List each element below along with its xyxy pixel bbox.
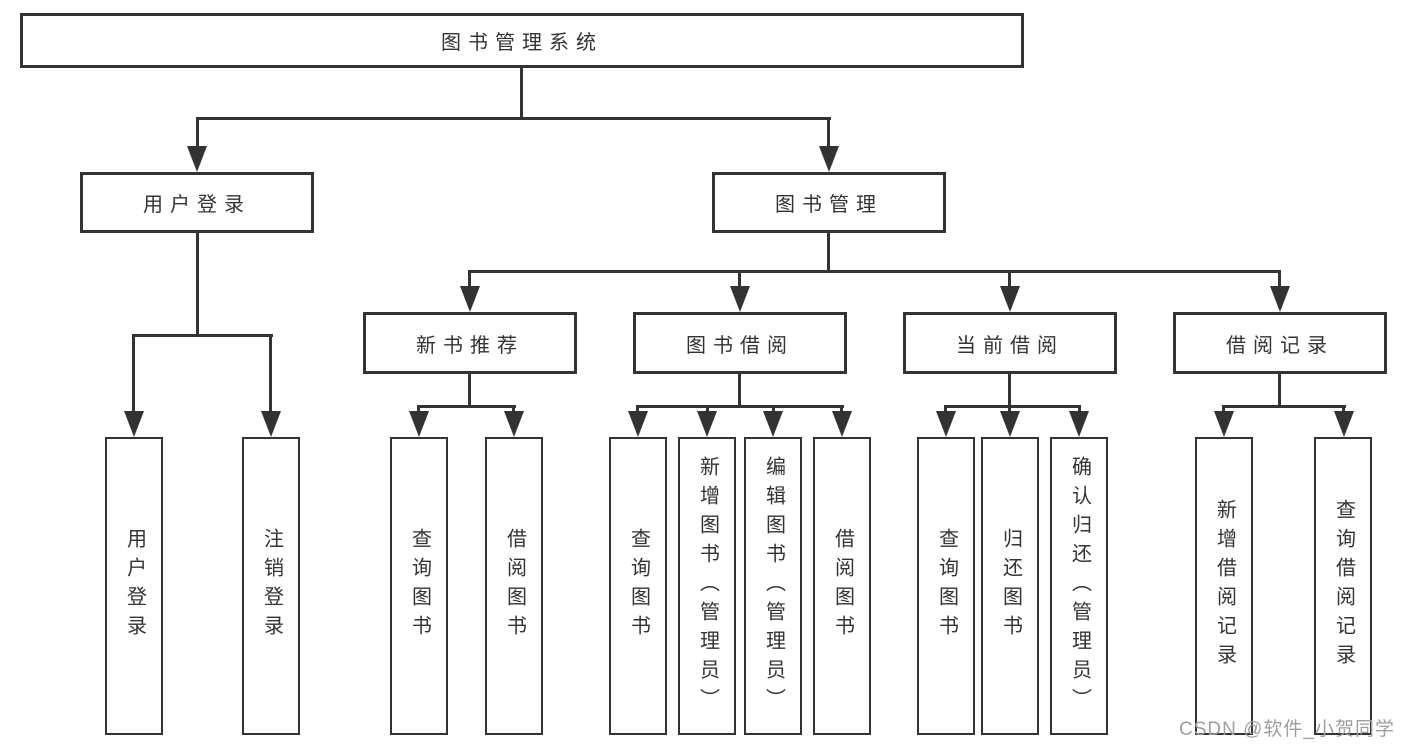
connector-book-management-stem bbox=[827, 232, 830, 272]
connector-user-login-branch bbox=[132, 334, 273, 337]
arrow-down-icon bbox=[730, 286, 750, 312]
connector-leaf-drop bbox=[772, 405, 775, 413]
arrow-down-icon bbox=[460, 286, 480, 312]
node-book-management-label: 图书管理 bbox=[775, 194, 883, 216]
connector-leaf-drop bbox=[944, 405, 947, 413]
arrow-down-icon bbox=[936, 411, 956, 437]
leaf-confirm-return-admin-label: 确认归还（管理员） bbox=[1068, 455, 1091, 717]
connector-leaf-drop bbox=[269, 334, 272, 411]
arrow-down-icon bbox=[1334, 411, 1354, 437]
node-root: 图书管理系统 bbox=[20, 13, 1024, 68]
arrow-down-icon bbox=[1214, 411, 1234, 437]
leaf-user-login-label: 用户登录 bbox=[123, 528, 146, 644]
connector-leaf-drop bbox=[132, 334, 135, 411]
connector-level3-drop bbox=[1008, 270, 1011, 288]
connector-leaf-drop bbox=[706, 405, 709, 413]
leaf-add-borrow-record-label: 新增借阅记录 bbox=[1213, 499, 1236, 673]
connector-level3-drop bbox=[738, 270, 741, 288]
arrow-down-icon bbox=[261, 411, 281, 437]
connector-root-stem bbox=[520, 66, 523, 118]
node-user-login: 用户登录 bbox=[80, 172, 314, 233]
arrow-down-icon bbox=[187, 146, 207, 172]
connector-level3-branch bbox=[468, 270, 1281, 273]
connector-level3-drop bbox=[1278, 270, 1281, 288]
connector-leaf-drop bbox=[840, 405, 843, 413]
connector-leaf-drop bbox=[512, 405, 515, 413]
arrow-down-icon bbox=[1000, 286, 1020, 312]
leaf-query-books-current-label: 查询图书 bbox=[935, 528, 958, 644]
connector-borrow-record-stem bbox=[1278, 374, 1281, 407]
connector-borrow-record-branch bbox=[1222, 405, 1346, 408]
node-book-borrow: 图书借阅 bbox=[633, 312, 847, 374]
node-user-login-label: 用户登录 bbox=[143, 194, 251, 216]
connector-level2-branch bbox=[196, 117, 831, 120]
leaf-query-books-current: 查询图书 bbox=[917, 437, 975, 735]
leaf-borrow-books-recommend: 借阅图书 bbox=[485, 437, 543, 735]
node-borrow-record-label: 借阅记录 bbox=[1226, 334, 1334, 357]
leaf-query-books-borrow: 查询图书 bbox=[609, 437, 667, 735]
arrow-down-icon bbox=[819, 146, 839, 172]
connector-leaf-drop bbox=[417, 405, 420, 413]
connector-leaf-drop bbox=[1342, 405, 1345, 413]
node-current-borrow-label: 当前借阅 bbox=[956, 334, 1064, 357]
leaf-add-books-admin: 新增图书（管理员） bbox=[678, 437, 736, 735]
leaf-borrow-books: 借阅图书 bbox=[813, 437, 871, 735]
node-book-management: 图书管理 bbox=[712, 172, 946, 233]
leaf-query-books-borrow-label: 查询图书 bbox=[627, 528, 650, 644]
leaf-add-books-admin-label: 新增图书（管理员） bbox=[696, 455, 719, 717]
connector-user-login-stem bbox=[196, 233, 199, 336]
leaf-return-books: 归还图书 bbox=[981, 437, 1039, 735]
leaf-confirm-return-admin: 确认归还（管理员） bbox=[1050, 437, 1108, 735]
connector-current-borrow-stem bbox=[1008, 374, 1011, 407]
connector-current-borrow-branch bbox=[944, 405, 1081, 408]
leaf-return-books-label: 归还图书 bbox=[999, 528, 1022, 644]
leaf-borrow-books-label: 借阅图书 bbox=[831, 528, 854, 644]
arrow-down-icon bbox=[409, 411, 429, 437]
node-root-label: 图书管理系统 bbox=[441, 32, 603, 54]
leaf-add-borrow-record: 新增借阅记录 bbox=[1195, 437, 1253, 735]
node-borrow-record: 借阅记录 bbox=[1173, 312, 1387, 374]
connector-leaf-drop bbox=[1222, 405, 1225, 413]
arrow-down-icon bbox=[504, 411, 524, 437]
leaf-logout-label: 注销登录 bbox=[260, 528, 283, 644]
node-new-book-recommend-label: 新书推荐 bbox=[416, 334, 524, 357]
connector-user-login-drop bbox=[196, 117, 199, 148]
arrow-down-icon bbox=[832, 411, 852, 437]
leaf-edit-books-admin: 编辑图书（管理员） bbox=[744, 437, 802, 735]
arrow-down-icon bbox=[763, 411, 783, 437]
connector-level3-drop bbox=[468, 270, 471, 288]
arrow-down-icon bbox=[628, 411, 648, 437]
connector-leaf-drop bbox=[1008, 405, 1011, 413]
arrow-down-icon bbox=[697, 411, 717, 437]
connector-book-borrow-branch bbox=[636, 405, 844, 408]
leaf-logout: 注销登录 bbox=[242, 437, 300, 735]
connector-book-borrow-stem bbox=[738, 374, 741, 407]
arrow-down-icon bbox=[1000, 411, 1020, 437]
leaf-query-borrow-record-label: 查询借阅记录 bbox=[1332, 499, 1355, 673]
leaf-edit-books-admin-label: 编辑图书（管理员） bbox=[762, 455, 785, 717]
connector-new-book-branch bbox=[417, 405, 516, 408]
watermark: CSDN @软件_小贺同学 bbox=[1179, 719, 1395, 740]
arrow-down-icon bbox=[1270, 286, 1290, 312]
connector-leaf-drop bbox=[636, 405, 639, 413]
connector-book-management-drop bbox=[827, 117, 830, 148]
node-new-book-recommend: 新书推荐 bbox=[363, 312, 577, 374]
leaf-query-books-recommend-label: 查询图书 bbox=[408, 528, 431, 644]
leaf-query-borrow-record: 查询借阅记录 bbox=[1314, 437, 1372, 735]
arrow-down-icon bbox=[124, 411, 144, 437]
leaf-user-login: 用户登录 bbox=[105, 437, 163, 735]
arrow-down-icon bbox=[1069, 411, 1089, 437]
leaf-borrow-books-recommend-label: 借阅图书 bbox=[503, 528, 526, 644]
node-current-borrow: 当前借阅 bbox=[903, 312, 1117, 374]
leaf-query-books-recommend: 查询图书 bbox=[390, 437, 448, 735]
connector-leaf-drop bbox=[1078, 405, 1081, 413]
connector-new-book-stem bbox=[468, 374, 471, 407]
node-book-borrow-label: 图书借阅 bbox=[686, 334, 794, 357]
